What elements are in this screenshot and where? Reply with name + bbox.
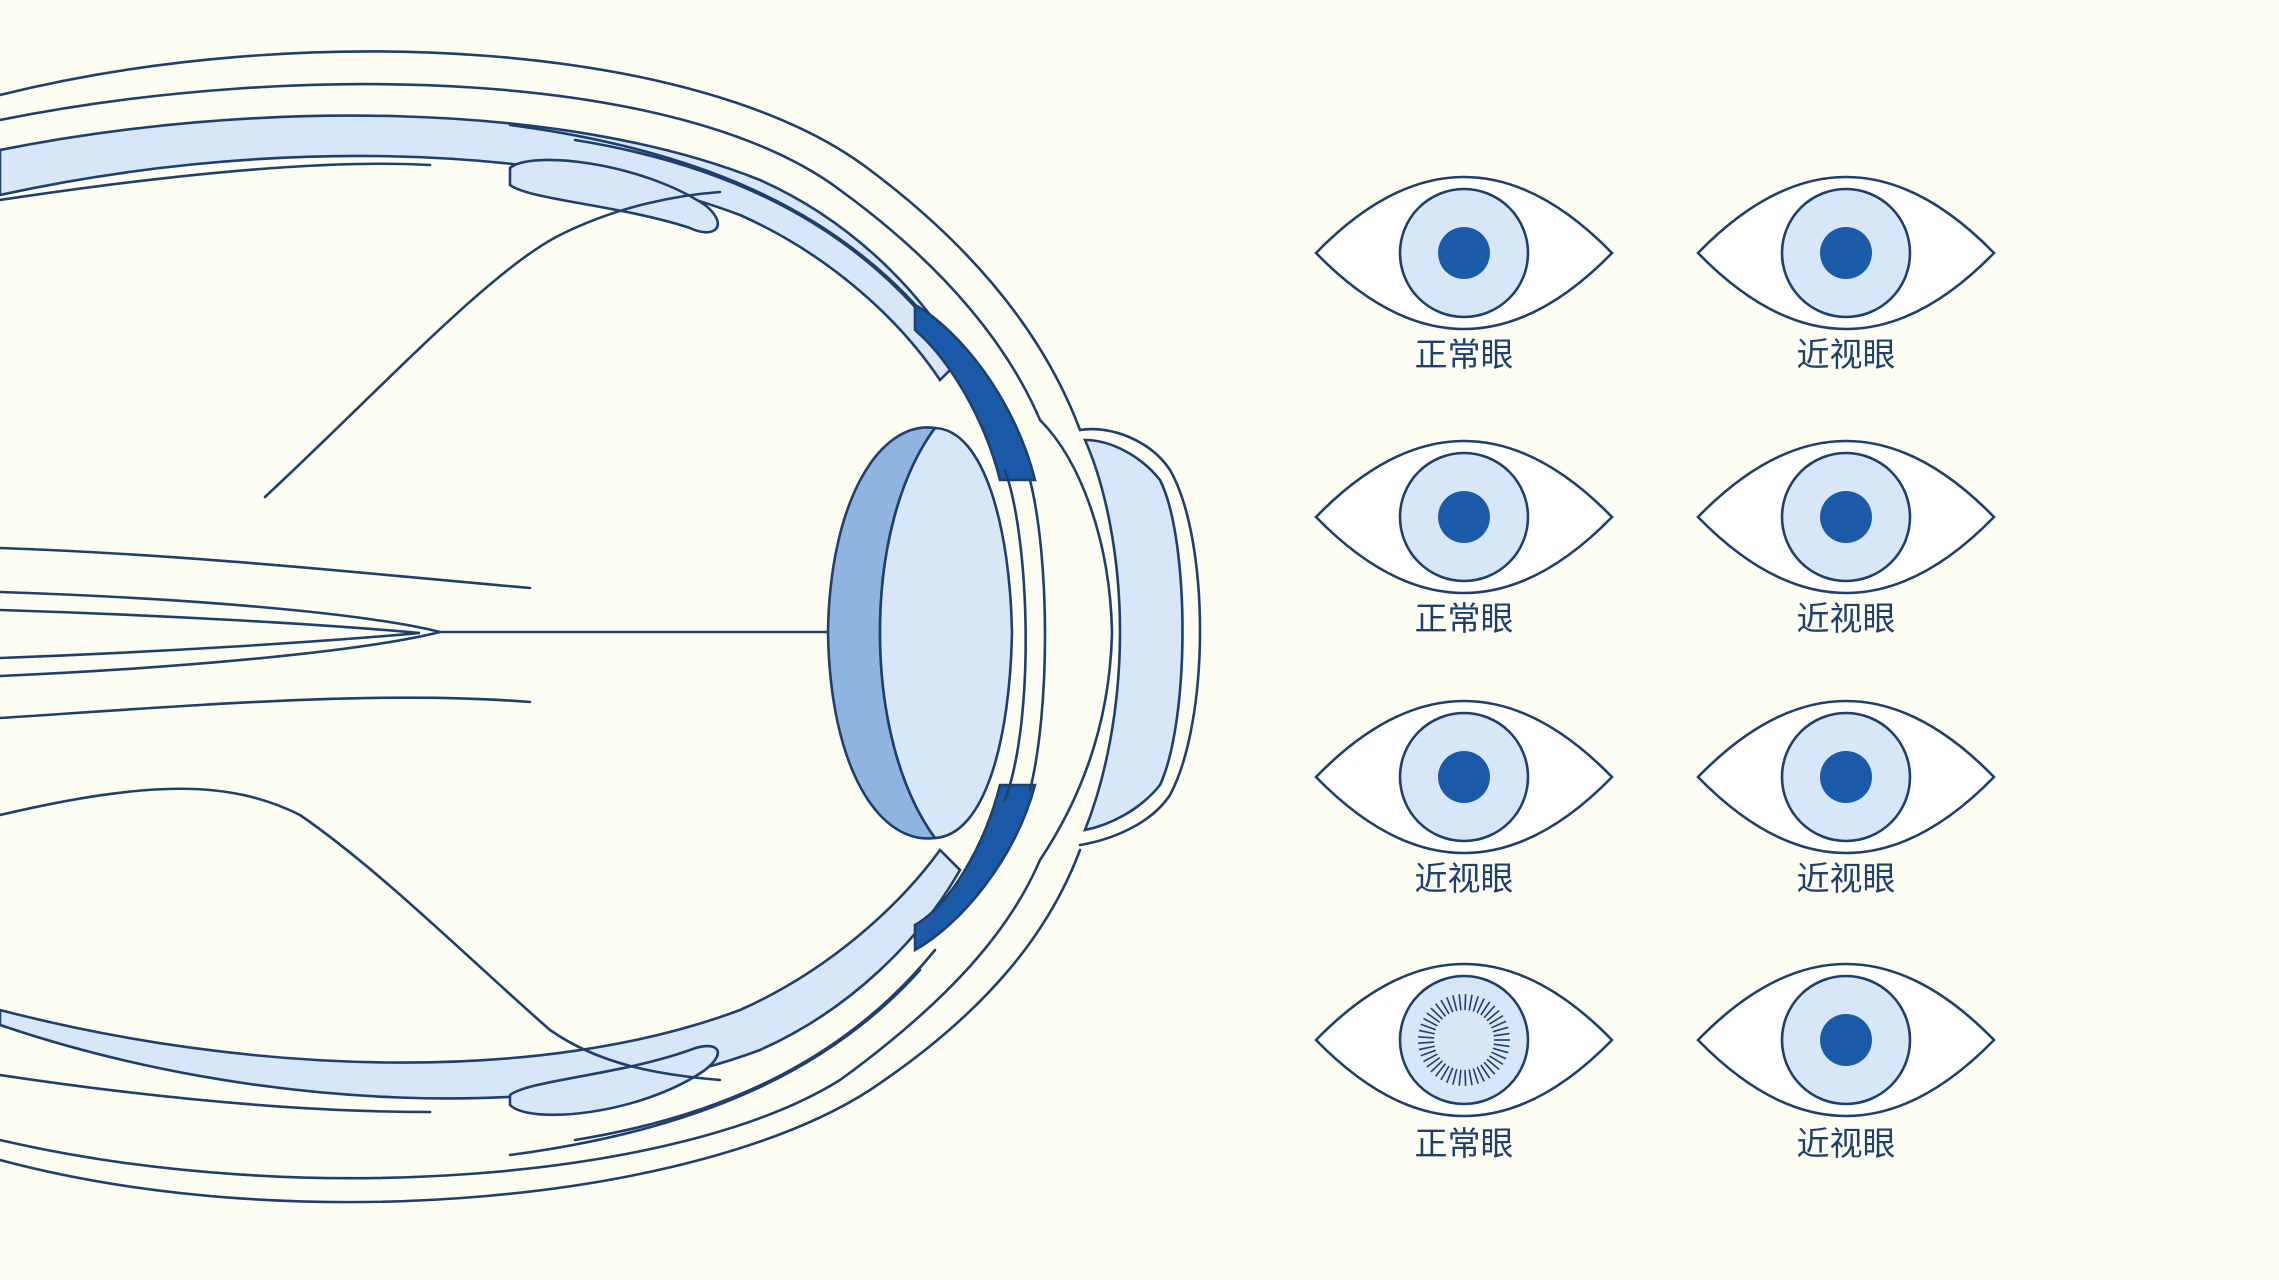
eye-label: 正常眼 xyxy=(1415,1124,1514,1163)
pupil xyxy=(1438,491,1490,543)
pupil xyxy=(1820,1014,1872,1066)
pupil xyxy=(1438,227,1490,279)
sclera-band-top xyxy=(0,116,960,380)
eye-icon-4: 近视眼 xyxy=(1698,441,1994,638)
cornea-band xyxy=(1085,440,1183,830)
eye-icon-5: 近视眼 xyxy=(1316,701,1612,898)
eye-label: 正常眼 xyxy=(1415,599,1514,638)
optic-nerve-lower xyxy=(0,698,530,718)
eye-label: 近视眼 xyxy=(1415,859,1514,898)
eye-icon-2: 近视眼 xyxy=(1698,177,1994,374)
eye-icon-8: 近视眼 xyxy=(1698,964,1994,1163)
pupil xyxy=(1438,751,1490,803)
eye-icon-3: 正常眼 xyxy=(1316,441,1612,638)
eye-label: 近视眼 xyxy=(1797,335,1896,374)
pupil xyxy=(1820,751,1872,803)
optic-nerve-upper xyxy=(0,548,530,588)
eyeball-cross-section xyxy=(0,51,1200,1202)
eye-icon-grid: 正常眼近视眼正常眼近视眼近视眼近视眼正常眼近视眼 xyxy=(1316,177,1994,1163)
eye-icon-1: 正常眼 xyxy=(1316,177,1612,374)
eye-label: 近视眼 xyxy=(1797,1124,1896,1163)
eye-icon-7: 正常眼 xyxy=(1316,964,1612,1163)
anterior-chamber-line-2 xyxy=(1030,480,1045,790)
eye-label: 正常眼 xyxy=(1415,335,1514,374)
optic-nerve-tip xyxy=(0,592,440,676)
eye-label: 近视眼 xyxy=(1797,859,1896,898)
sclera-band-bottom xyxy=(0,850,960,1098)
pupil xyxy=(1820,491,1872,543)
eye-icon-6: 近视眼 xyxy=(1698,701,1994,898)
vitreous-fiber-top xyxy=(265,192,720,497)
pupil xyxy=(1820,227,1872,279)
eye-label: 近视眼 xyxy=(1797,599,1896,638)
